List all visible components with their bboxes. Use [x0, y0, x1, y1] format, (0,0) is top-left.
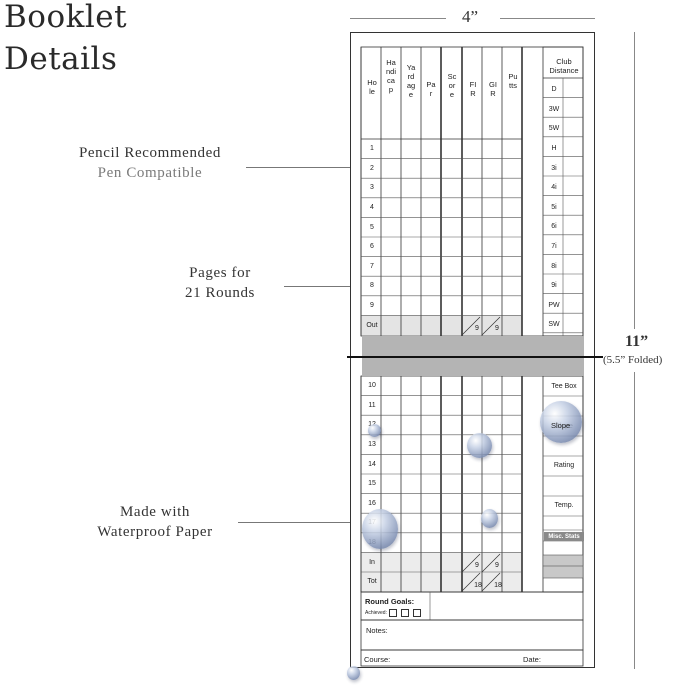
water-drop-16 [481, 509, 498, 528]
hole-number: 8 [370, 282, 374, 290]
tot-gir-diagonal [481, 572, 501, 592]
pages-leader [284, 286, 362, 287]
hole-number: 6 [370, 243, 374, 251]
col-yardage: Yardage [406, 63, 416, 99]
col-handicap: Handicap [386, 58, 397, 94]
round-goals-label: Round Goals: [365, 596, 415, 606]
height-line-bottom [634, 372, 635, 669]
pencil-leader [246, 167, 362, 168]
in-fir: 9 [475, 561, 479, 569]
pencil-recommended-text: Pencil Recommended [78, 145, 221, 161]
water-drop-corner [347, 666, 360, 680]
course-date-box [360, 649, 584, 667]
club-name: 6i [551, 223, 557, 231]
col-fir: FIR [469, 80, 477, 98]
out-fir: 9 [475, 324, 479, 332]
hole-number: 13 [368, 441, 376, 449]
tot-fir-diagonal [461, 572, 481, 592]
course-label: Course: [364, 654, 391, 664]
width-line-right [500, 18, 595, 19]
hole-number: 15 [368, 480, 376, 488]
width-line-left [350, 18, 446, 19]
stat-tee-box: Tee Box [551, 382, 577, 390]
water-drop-12 [368, 424, 381, 437]
club-name: PW [548, 301, 560, 309]
club-name: 3i [551, 164, 557, 172]
hole-number: In [369, 558, 375, 566]
col-gir: GIR [489, 80, 497, 98]
water-drop-17 [362, 509, 398, 549]
width-label: 4” [462, 7, 479, 26]
tot-gir: 18 [494, 581, 502, 589]
club-name: 5W [548, 125, 560, 133]
club-name: D [551, 86, 557, 94]
in-fir-diagonal [461, 553, 481, 573]
made-line-2: Waterproof Paper [97, 524, 213, 540]
in-gir-diagonal [481, 553, 501, 573]
title-line-1: Booklet [4, 0, 128, 35]
club-distance-header: Club Distance [549, 57, 579, 75]
club-name: 5i [551, 203, 557, 211]
achieved-label: Achieved: [365, 609, 387, 616]
title-line-2: Details [4, 41, 118, 77]
tot-fir: 18 [474, 581, 482, 589]
notes-label: Notes: [366, 625, 388, 635]
water-drop-13 [467, 433, 492, 458]
club-name: 3W [548, 105, 560, 113]
misc-stat-box [542, 554, 584, 568]
col-par: Par [426, 80, 436, 98]
hole-number: 11 [368, 401, 376, 409]
club-name: H [551, 145, 557, 153]
slope-over-drop: Slope [551, 421, 571, 430]
waterproof-leader [238, 522, 362, 523]
col-score: Score [447, 72, 457, 99]
hole-number: 2 [370, 164, 374, 172]
club-name: 9i [551, 282, 557, 290]
height-label: 11” [625, 333, 649, 350]
hole-number: Out [366, 321, 378, 329]
out-gir-diagonal [481, 316, 501, 336]
hole-number: 16 [368, 499, 376, 507]
stat-temp: Temp. [554, 501, 574, 509]
hole-number: 5 [370, 223, 374, 231]
height-line-top [634, 32, 635, 329]
misc-stat-box [542, 565, 584, 579]
stat-rating: Rating [553, 461, 575, 469]
pen-compatible-text: Pen Compatible [97, 165, 203, 181]
achieved-box-1[interactable] [389, 609, 397, 617]
pages-line-1: Pages for [189, 265, 251, 281]
water-drop-slope [540, 401, 582, 443]
col-hole: Hole [367, 78, 377, 96]
achieved-box-2[interactable] [401, 609, 409, 617]
club-name: SW [548, 321, 560, 329]
hole-number: 14 [368, 460, 376, 468]
club-name: 7i [551, 243, 557, 251]
callout-pencil: Pencil Recommended Pen Compatible [50, 143, 250, 183]
hole-number: 4 [370, 204, 374, 212]
date-label: Date: [523, 654, 541, 664]
made-line-1: Made with [120, 504, 190, 520]
hole-number: 1 [370, 145, 374, 153]
club-name: 4i [551, 184, 557, 192]
hole-number: 7 [370, 262, 374, 270]
fold-line [347, 356, 603, 358]
achieved-box-3[interactable] [413, 609, 421, 617]
in-gir: 9 [495, 561, 499, 569]
out-gir: 9 [495, 324, 499, 332]
hole-number: 9 [370, 302, 374, 310]
callout-pages: Pages for 21 Rounds [160, 263, 280, 303]
folded-label: (5.5” Folded) [603, 354, 663, 366]
pages-line-2: 21 Rounds [185, 285, 255, 301]
hole-number: 10 [368, 382, 376, 390]
col-putts: Putts [508, 72, 518, 90]
misc-stats-label: Misc. Stats [544, 532, 584, 541]
callout-waterproof: Made with Waterproof Paper [70, 502, 240, 542]
out-fir-diagonal [461, 316, 481, 336]
hole-number: Tot [367, 578, 377, 586]
hole-number: 3 [370, 184, 374, 192]
club-name: 8i [551, 262, 557, 270]
